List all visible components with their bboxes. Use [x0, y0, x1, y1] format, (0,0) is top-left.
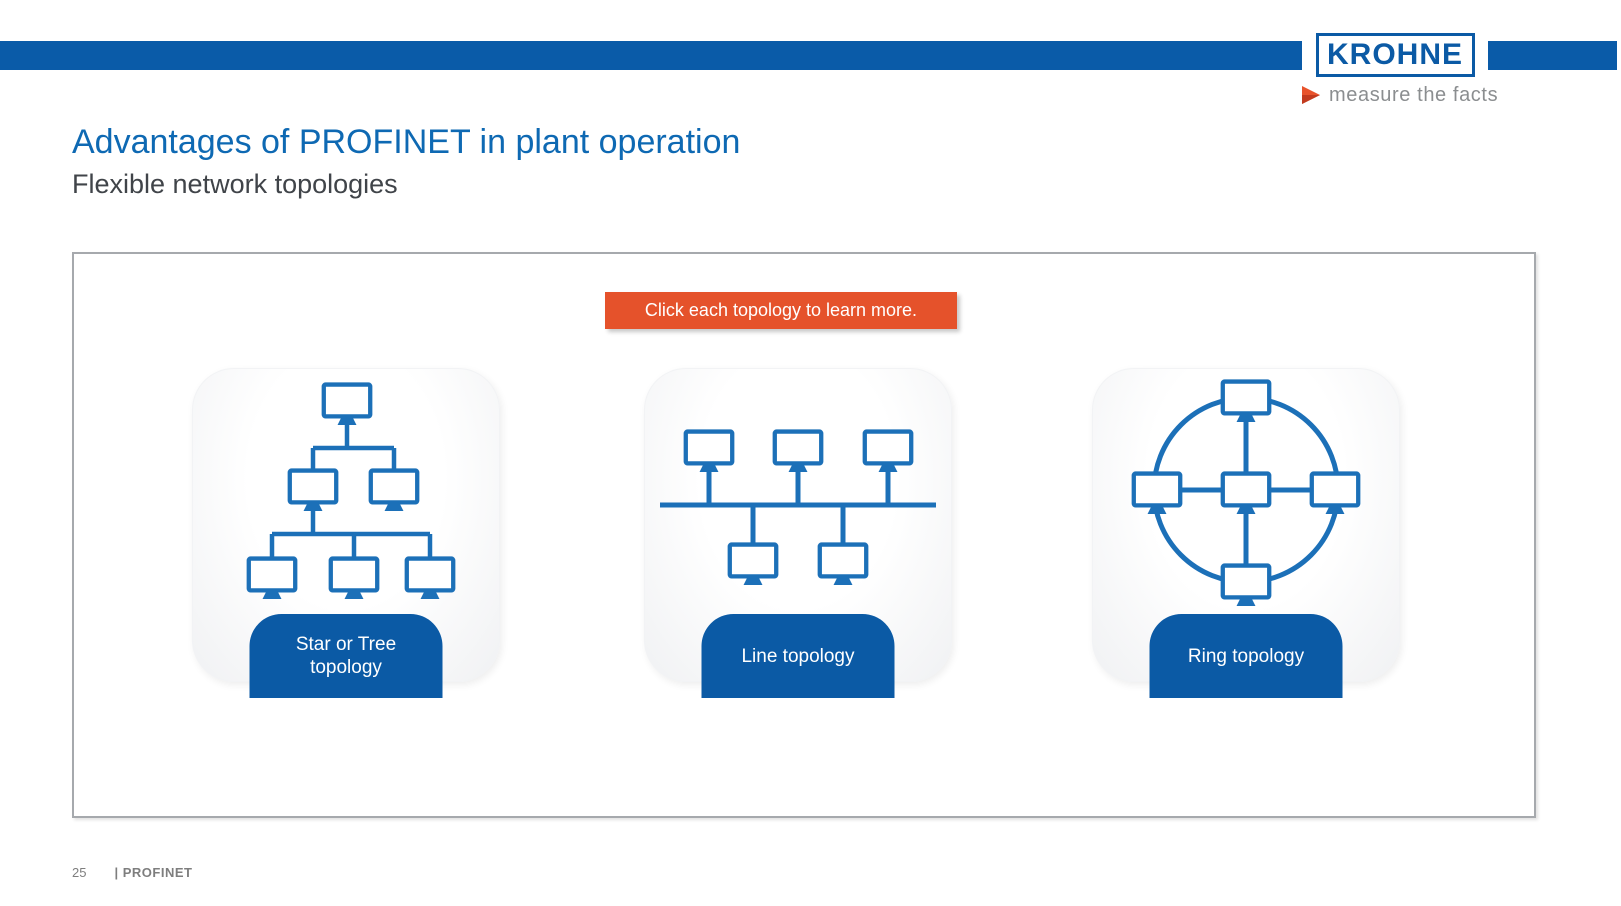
topology-label-line[interactable]: Line topology — [701, 614, 895, 698]
krohne-logo: KROHNE — [1302, 28, 1488, 82]
topology-label-star-tree[interactable]: Star or Tree topology — [249, 614, 443, 698]
star-tree-topology-diagram — [192, 368, 500, 614]
topology-label-ring[interactable]: Ring topology — [1149, 614, 1343, 698]
monitor-icon — [290, 471, 336, 511]
footer: 25 | PROFINET — [72, 864, 192, 880]
topology-label-text: Star or Tree topology — [295, 634, 397, 678]
topology-card-ring[interactable]: Ring topology — [1092, 368, 1400, 698]
monitor-icon — [775, 432, 821, 472]
monitor-icon — [1223, 566, 1269, 606]
page-title: Advantages of PROFINET in plant operatio… — [72, 123, 741, 161]
monitor-icon — [331, 559, 377, 599]
monitor-icon — [820, 545, 866, 585]
monitor-icon — [407, 559, 453, 599]
monitor-icon — [730, 545, 776, 585]
monitor-icon — [1223, 382, 1269, 422]
monitor-icon — [865, 432, 911, 472]
topology-card-star-tree[interactable]: Star or Tree topology — [192, 368, 500, 698]
krohne-logo-text: KROHNE — [1326, 38, 1463, 71]
tagline-arrow-icon — [1302, 86, 1320, 104]
page-subtitle: Flexible network topologies — [72, 169, 398, 199]
footer-label: | PROFINET — [114, 864, 193, 880]
page-number: 25 — [72, 864, 87, 880]
krohne-logo-box: KROHNE — [1315, 33, 1475, 77]
brand-tagline: measure the facts — [1300, 82, 1500, 108]
topology-card-line[interactable]: Line topology — [644, 368, 952, 698]
monitor-icon — [371, 471, 417, 511]
monitor-icon — [1223, 474, 1269, 514]
monitor-icon — [249, 559, 295, 599]
monitor-icon — [686, 432, 732, 472]
line-topology-diagram — [660, 368, 936, 614]
ring-topology-diagram — [1092, 368, 1400, 614]
monitor-icon — [324, 385, 370, 425]
instruction-banner: Click each topology to learn more. — [605, 292, 957, 329]
monitor-icon — [1134, 474, 1180, 514]
monitor-icon — [1312, 474, 1358, 514]
instruction-banner-text: Click each topology to learn more. — [644, 300, 918, 320]
topology-label-text: Line topology — [741, 645, 855, 667]
topology-label-text: Ring topology — [1187, 645, 1305, 667]
tagline-text: measure the facts — [1329, 83, 1499, 106]
